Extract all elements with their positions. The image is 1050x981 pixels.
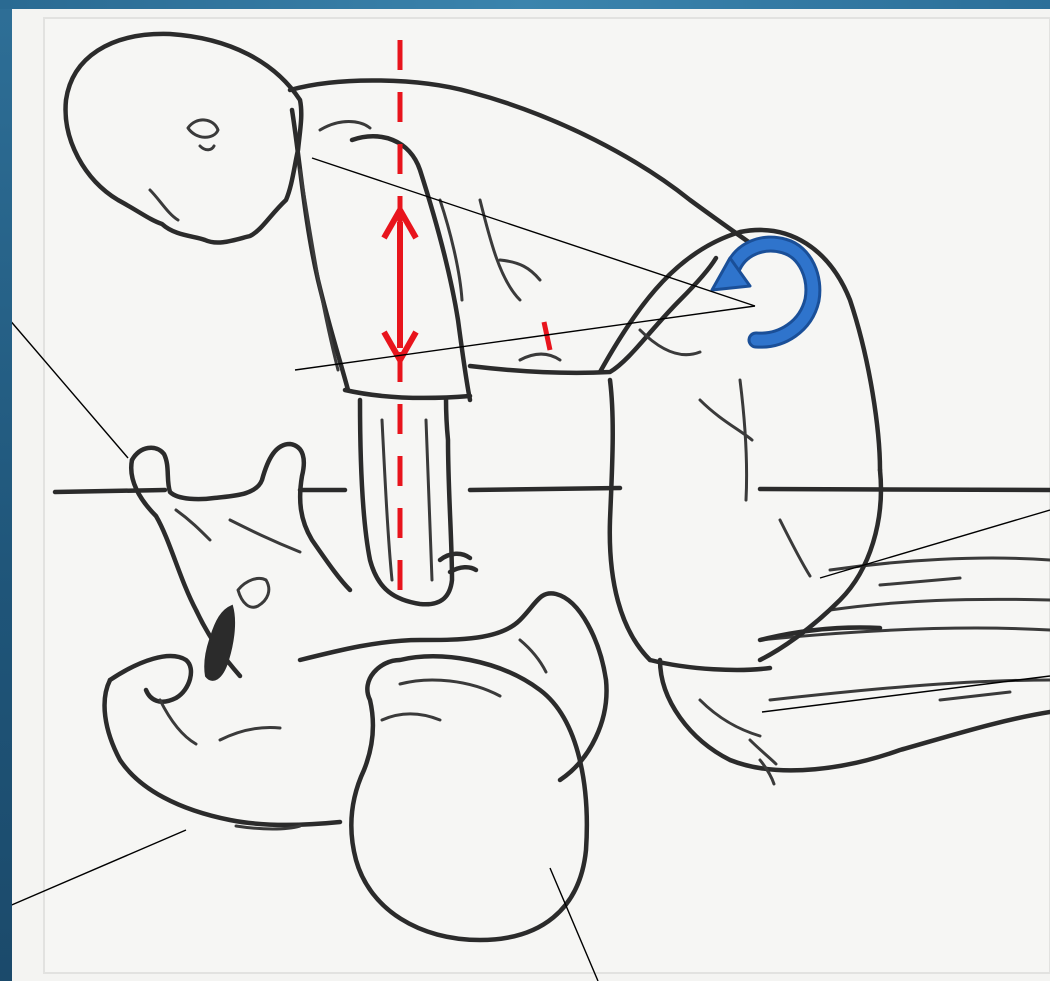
slide-frame-top	[0, 0, 1050, 9]
paper-inner-edge	[44, 18, 1050, 973]
slide-frame-left	[0, 0, 12, 981]
